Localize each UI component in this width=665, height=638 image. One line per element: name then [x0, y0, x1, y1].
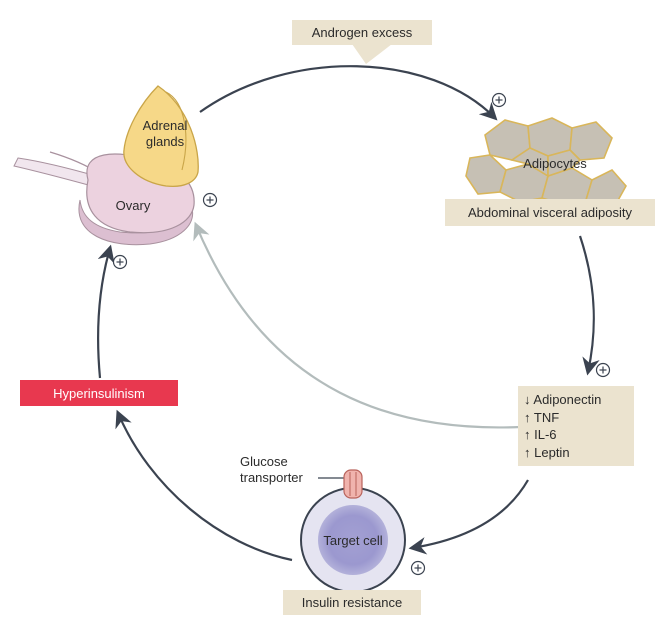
plus-sign-gray-arrow	[202, 192, 218, 208]
arrow-hyperinsulinism-to-ovary	[97, 244, 115, 379]
adipokine-factors-box: ↓ Adiponectin ↑ TNF ↑ IL-6 ↑ Leptin	[518, 386, 634, 466]
androgen-excess-callout: Androgen excess	[292, 20, 432, 45]
factor-name: Leptin	[534, 444, 570, 460]
glucose-label-line1: Glucose	[240, 454, 288, 469]
adrenal-gland-illustration	[123, 85, 199, 188]
arrow-adrenal-to-adipocytes	[199, 65, 498, 121]
adipocytes-cluster	[465, 117, 627, 205]
plus-sign-androgen	[491, 92, 507, 108]
arrow-down-icon: ↓	[524, 392, 531, 407]
adrenal-label-line2: glands	[146, 134, 185, 149]
adipokine-factor-list: ↓ Adiponectin ↑ TNF ↑ IL-6 ↑ Leptin	[524, 391, 634, 461]
target-cell-illustration	[300, 469, 406, 593]
factor-il6: ↑ IL-6	[524, 426, 634, 444]
factor-leptin: ↑ Leptin	[524, 444, 634, 462]
abdominal-adiposity-callout: Abdominal visceral adiposity	[445, 199, 655, 226]
insulin-resistance-callout: Insulin resistance	[283, 590, 421, 615]
arrow-adiposity-to-factors	[578, 235, 600, 376]
plus-sign-insulin-resistance	[410, 560, 426, 576]
arrow-up-icon: ↑	[524, 444, 531, 460]
arrow-factors-to-cell	[408, 479, 529, 555]
target-cell-label: Target cell	[323, 533, 382, 548]
arrow-up-icon: ↑	[524, 427, 531, 442]
factor-tnf: ↑ TNF	[524, 409, 634, 427]
factor-name: IL-6	[534, 427, 557, 442]
plus-sign-adiposity	[595, 362, 611, 378]
arrow-factors-to-ovary	[193, 221, 521, 429]
glucose-transporter-icon	[343, 469, 363, 499]
glucose-label-line2: transporter	[240, 470, 304, 485]
ovary-label: Ovary	[116, 198, 151, 213]
factor-name: Adiponectin	[533, 392, 602, 407]
arrow-cell-to-hyperinsulinism	[115, 409, 293, 562]
adrenal-label-line1: Adrenal	[143, 118, 188, 133]
factor-name: TNF	[533, 409, 560, 425]
factor-adiponectin: ↓ Adiponectin	[524, 391, 634, 409]
adipocytes-label: Adipocytes	[523, 156, 587, 171]
plus-sign-hyperinsulinism	[112, 254, 128, 270]
hyperinsulinism-callout: Hyperinsulinism	[20, 380, 178, 406]
arrow-up-icon: ↑	[524, 409, 531, 425]
androgen-callout-pointer	[352, 44, 392, 64]
